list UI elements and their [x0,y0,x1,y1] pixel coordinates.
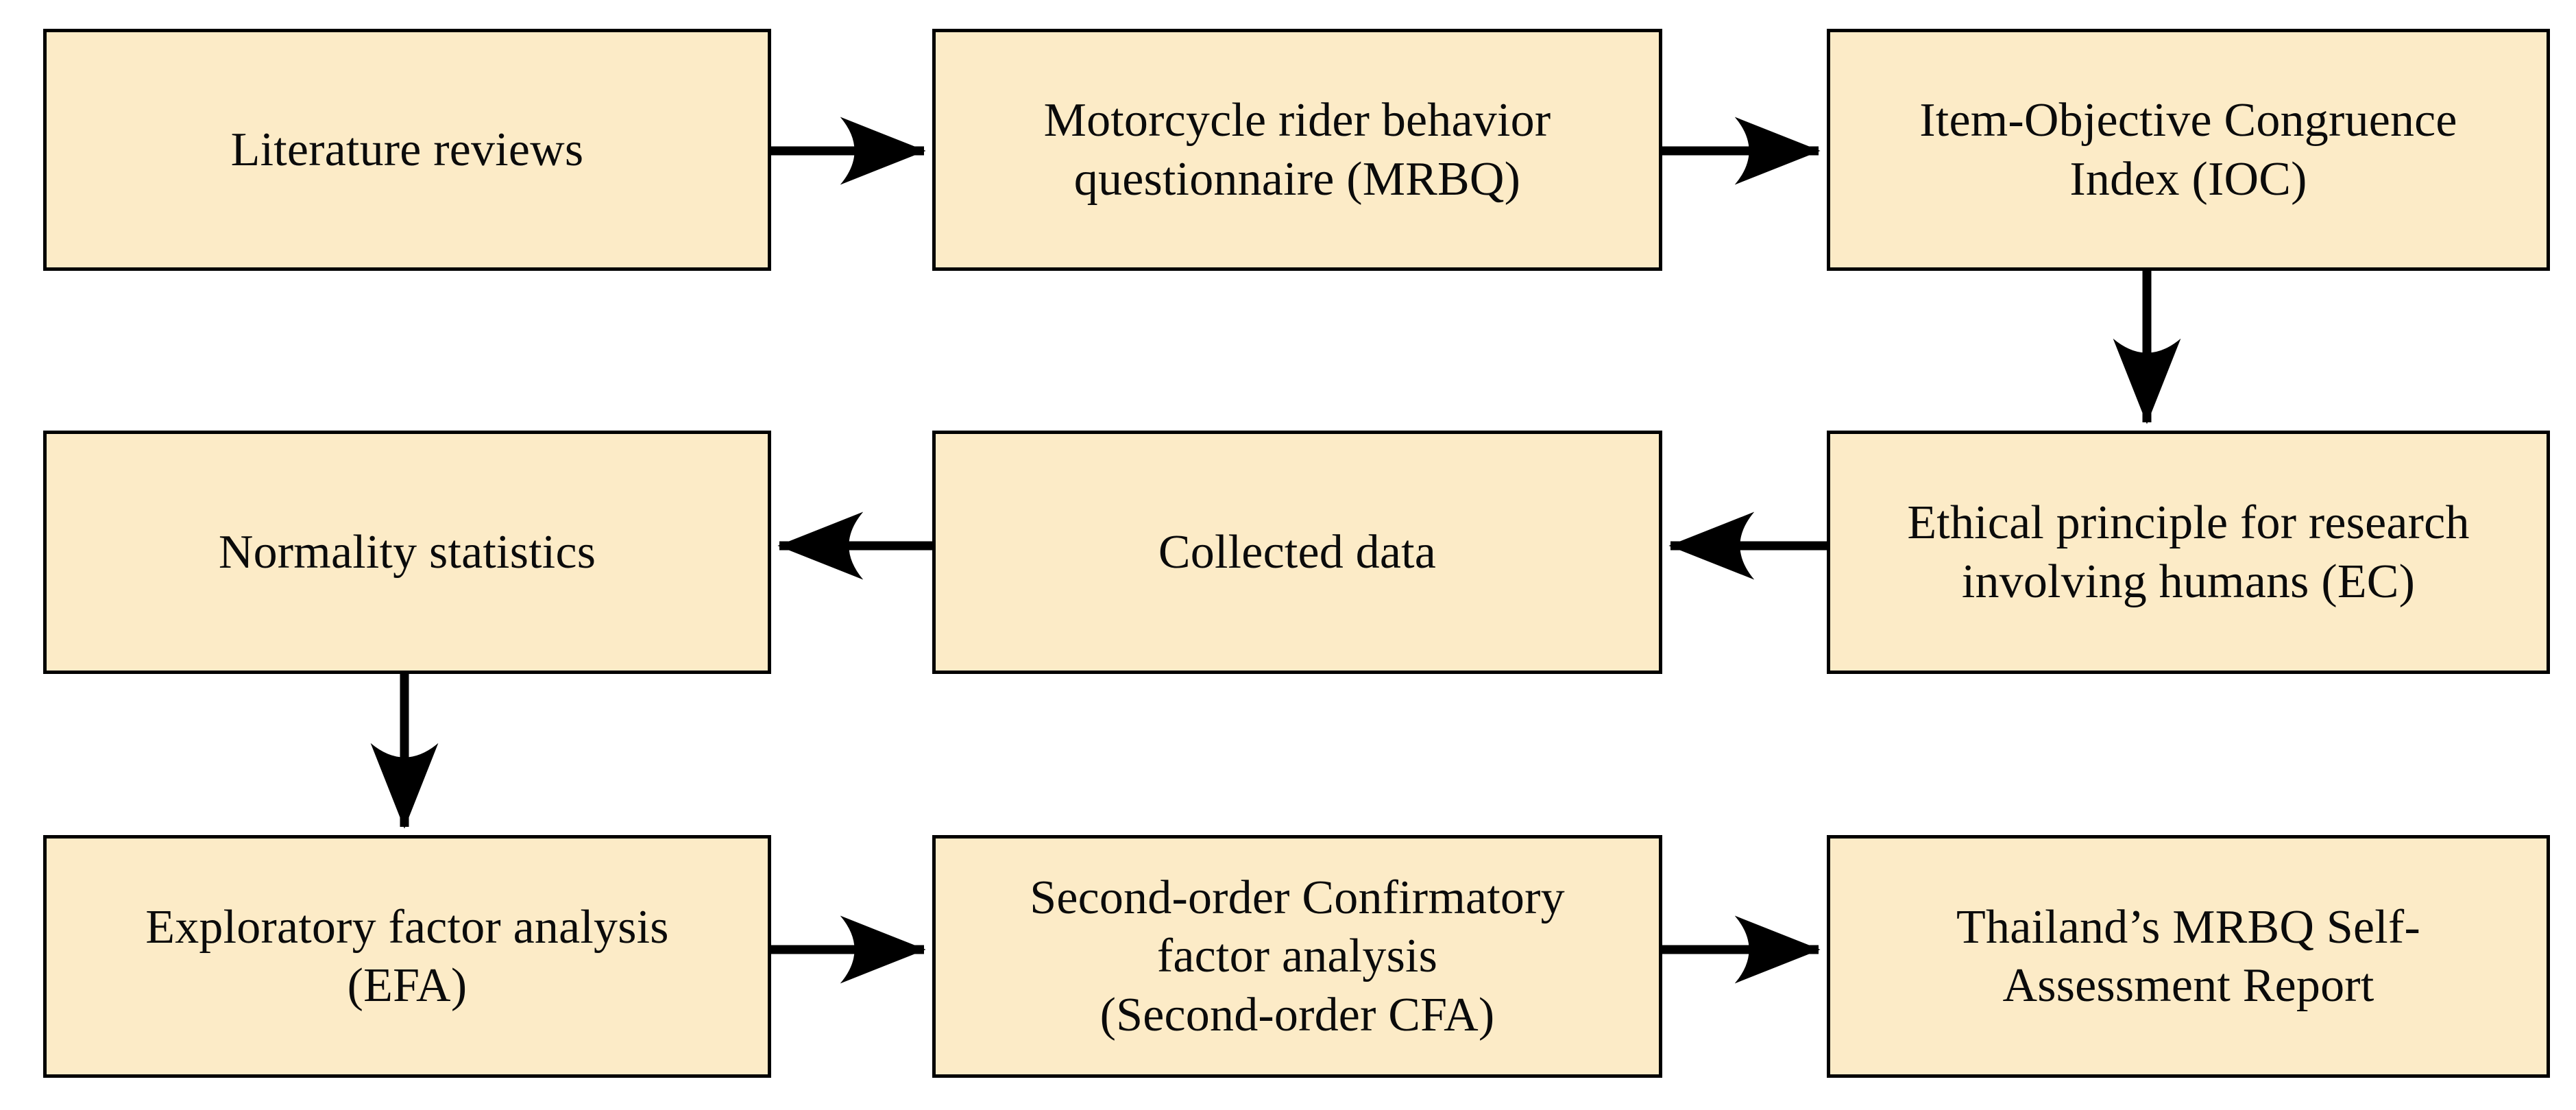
node-ethical-principle-label: Ethical principle for research involving… [1907,496,2470,608]
node-normality-statistics[interactable]: Normality statistics [43,431,771,674]
node-collected-data-label: Collected data [1158,525,1437,579]
node-literature-reviews[interactable]: Literature reviews [43,29,771,271]
node-ioc[interactable]: Item-Objective Congruence Index (IOC) [1827,29,2550,271]
node-efa-label: Exploratory factor analysis (EFA) [145,900,669,1012]
node-mrbq[interactable]: Motorcycle rider behavior questionnaire … [932,29,1662,271]
node-literature-reviews-label: Literature reviews [230,123,584,176]
node-collected-data[interactable]: Collected data [932,431,1662,674]
node-ioc-label: Item-Objective Congruence Index (IOC) [1919,94,2457,206]
node-normality-statistics-label: Normality statistics [218,525,596,579]
node-self-assessment-report-label: Thailand’s MRBQ Self- Assessment Report [1956,900,2420,1012]
node-ethical-principle[interactable]: Ethical principle for research involving… [1827,431,2550,674]
node-efa[interactable]: Exploratory factor analysis (EFA) [43,835,771,1078]
node-mrbq-label: Motorcycle rider behavior questionnaire … [1043,94,1551,206]
node-self-assessment-report[interactable]: Thailand’s MRBQ Self- Assessment Report [1827,835,2550,1078]
node-second-order-cfa[interactable]: Second-order Confirmatory factor analysi… [932,835,1662,1078]
node-second-order-cfa-label: Second-order Confirmatory factor analysi… [1030,871,1565,1041]
